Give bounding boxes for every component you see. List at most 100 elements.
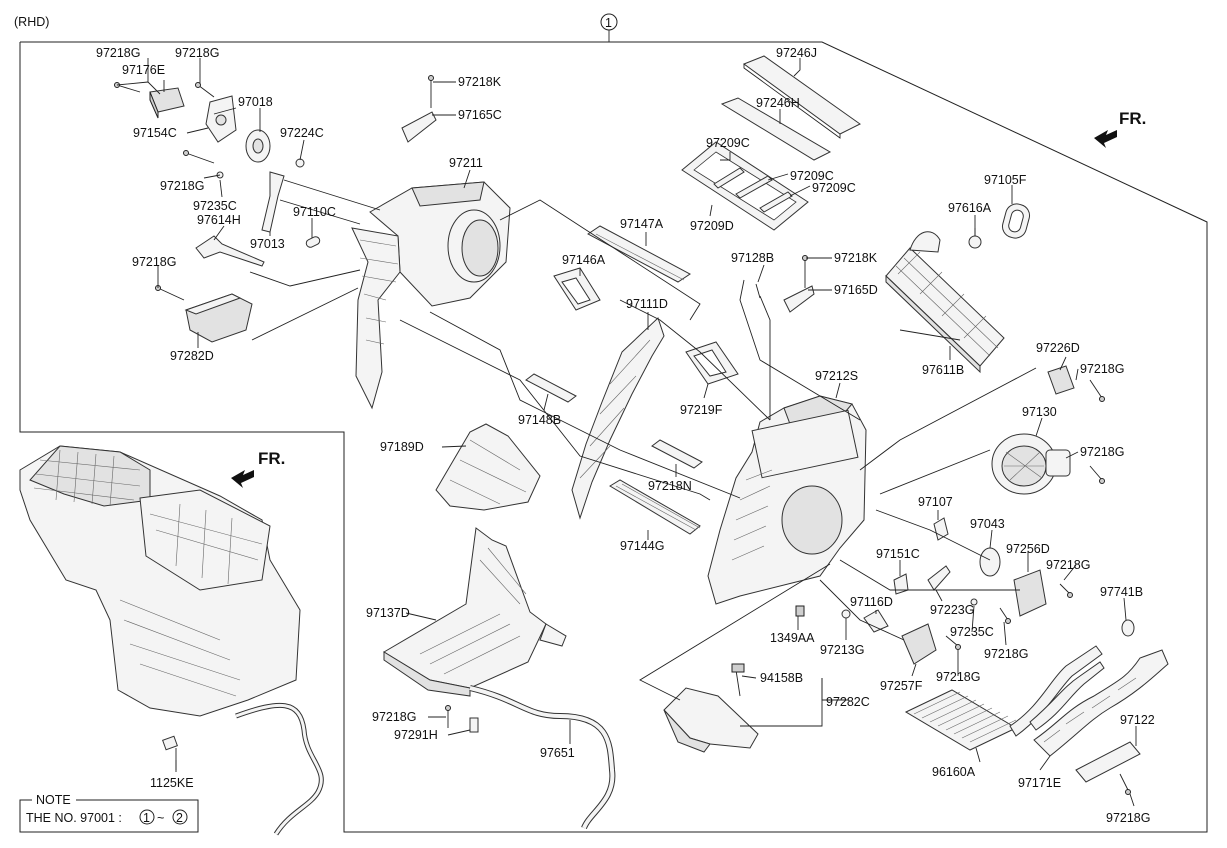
assembly-overview — [19, 445, 324, 836]
part-label: 1349AA — [770, 631, 815, 645]
part-label: 97218K — [834, 251, 878, 265]
part-label: 97218G — [984, 647, 1028, 661]
part-label: 97189D — [380, 440, 424, 454]
actuator-motor — [1013, 569, 1047, 617]
part-label: 97741B — [1100, 585, 1143, 599]
main-frame — [19, 41, 1208, 833]
lever-arm — [863, 609, 889, 633]
part-label: 97151C — [876, 547, 920, 561]
link-rod — [261, 171, 285, 233]
bracket-clip — [401, 111, 437, 143]
part-label: 97218G — [175, 46, 219, 60]
part-label: 97013 — [250, 237, 285, 251]
part-label: 97116D — [850, 595, 893, 609]
seal-strip — [742, 55, 861, 139]
clip-icon — [841, 609, 851, 619]
part-label: 97218G — [1046, 558, 1090, 572]
part-label: 97211 — [449, 156, 483, 170]
gear-wheel — [979, 547, 1001, 577]
bolt-icon — [795, 605, 805, 617]
part-label: 97209C — [790, 169, 834, 183]
actuator-bracket — [205, 95, 237, 143]
note-box: NOTE THE NO. 97001 : 1 ~ 2 — [19, 793, 199, 833]
drain-cover — [435, 423, 541, 511]
screw-icon — [1059, 583, 1073, 598]
seal-strip — [759, 191, 793, 213]
mode-door-frame — [553, 267, 601, 311]
part-label: 97154C — [133, 126, 177, 140]
heater-core — [904, 645, 1105, 751]
screw-icon — [999, 607, 1011, 624]
lever-arm — [195, 235, 265, 267]
part-label: 97043 — [970, 517, 1005, 531]
heater-pipe — [1033, 649, 1169, 757]
actuator-small — [1047, 365, 1075, 395]
mode-door-frame — [685, 341, 739, 385]
direction-label-main: FR. — [1119, 109, 1146, 128]
part-label: 97171E — [1018, 776, 1061, 790]
screw-icon — [183, 150, 215, 164]
part-label: 97218G — [936, 670, 980, 684]
part-label: 97107 — [918, 495, 953, 509]
clip-icon — [933, 517, 949, 541]
screw-icon — [1089, 465, 1105, 484]
part-label: 97219F — [680, 403, 723, 417]
note-range-start: 1 — [143, 811, 150, 825]
part-label: 97246H — [756, 96, 800, 110]
bushing-icon — [305, 236, 321, 248]
part-label: 97218K — [458, 75, 502, 89]
part-label: 97235C — [193, 199, 237, 213]
part-label: 97282D — [170, 349, 214, 363]
center-divider — [571, 317, 665, 520]
front-arrow-icon — [1094, 130, 1117, 148]
part-label: 97218G — [1080, 362, 1124, 376]
part-label: 97226D — [1036, 341, 1080, 355]
part-label: 97218G — [132, 255, 176, 269]
part-label: 97018 — [238, 95, 273, 109]
part-label: 97105F — [984, 173, 1027, 187]
seal-frame — [681, 141, 809, 231]
part-label: 97218G — [1080, 445, 1124, 459]
part-label: 97147A — [620, 217, 664, 231]
part-label: 97209C — [706, 136, 750, 150]
part-label: 97257F — [880, 679, 923, 693]
assembly-ref: 1 — [605, 16, 612, 30]
part-label: 97282C — [826, 695, 870, 709]
screw-icon — [945, 635, 961, 650]
lower-duct — [383, 527, 567, 697]
clip-icon — [893, 573, 909, 595]
screw-icon — [155, 285, 185, 301]
part-label: 97111D — [626, 297, 668, 311]
part-label: 97128B — [731, 251, 774, 265]
drain-hose — [469, 685, 616, 830]
part-label: 1125KE — [150, 776, 194, 790]
part-label: 97218G — [160, 179, 204, 193]
screw-icon — [428, 75, 434, 108]
seal-strip — [651, 439, 703, 469]
screw-icon — [1119, 773, 1131, 795]
note-range-end: 2 — [176, 811, 183, 825]
part-label: 97130 — [1022, 405, 1057, 419]
screw-icon — [445, 705, 451, 728]
clip-icon — [295, 158, 305, 168]
front-arrow-icon — [231, 470, 254, 488]
part-label: 97218G — [1106, 811, 1150, 825]
part-label: 97209D — [690, 219, 734, 233]
actuator-motor — [184, 293, 253, 343]
part-label: 97218G — [372, 710, 416, 724]
part-label: 97235C — [950, 625, 994, 639]
note-text: THE NO. 97001 : — [26, 811, 122, 825]
note-title: NOTE — [36, 793, 71, 807]
part-label: 97218N — [648, 479, 692, 493]
washer-icon — [970, 598, 978, 606]
part-label: 97110C — [293, 205, 336, 219]
part-label: 97224C — [280, 126, 324, 140]
part-label: 97165C — [458, 108, 502, 122]
actuator-motor — [901, 623, 937, 665]
part-label: 97165D — [834, 283, 878, 297]
part-label: 97212S — [815, 369, 858, 383]
seal-strip — [713, 167, 745, 189]
part-label: 97246J — [776, 46, 817, 60]
part-label: 97213G — [820, 643, 864, 657]
part-label: 97176E — [122, 63, 165, 77]
